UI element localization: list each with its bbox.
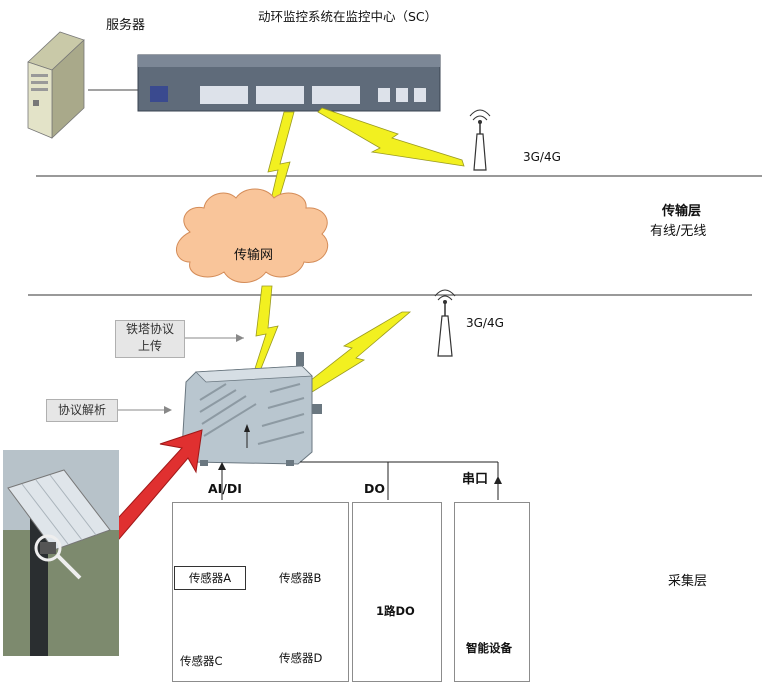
collector-device-icon bbox=[181, 352, 322, 466]
sensor-b-label: 传感器B bbox=[279, 571, 322, 585]
do-panel bbox=[352, 502, 442, 682]
antenna-tower-icon-top bbox=[469, 109, 491, 171]
smart-device-panel bbox=[454, 502, 530, 682]
network-label-mid: 3G/4G bbox=[466, 316, 504, 330]
transport-layer-sub: 有线/无线 bbox=[650, 224, 707, 239]
server-icon bbox=[27, 31, 85, 139]
server-label: 服务器 bbox=[106, 18, 146, 33]
serial-label: 串口 bbox=[462, 472, 489, 487]
tower-protocol-line2: 上传 bbox=[137, 339, 162, 353]
tower-protocol-box: 铁塔协议 上传 bbox=[115, 320, 185, 358]
antenna-tower-icon-mid bbox=[434, 289, 456, 357]
network-label-top: 3G/4G bbox=[523, 150, 561, 164]
protocol-parse-label: 协议解析 bbox=[57, 403, 106, 417]
sensor-d-label: 传感器D bbox=[279, 651, 323, 665]
solar-photo-image bbox=[3, 450, 119, 656]
sensor-a-label: 传感器A bbox=[174, 566, 246, 590]
aidi-label: AI/DI bbox=[208, 481, 242, 496]
do-label: DO bbox=[364, 481, 386, 496]
protocol-parse-box: 协议解析 bbox=[46, 399, 118, 422]
transport-layer-title: 传输层 bbox=[662, 204, 702, 219]
do1-label: 1路DO bbox=[376, 604, 415, 618]
smart-device-label: 智能设备 bbox=[466, 641, 512, 655]
switch-device-icon bbox=[137, 54, 441, 112]
lightning-bolt-device-tower bbox=[305, 311, 412, 393]
cloud-label: 传输网 bbox=[234, 248, 274, 263]
red-arrow-icon bbox=[97, 429, 203, 553]
collection-layer-label: 采集层 bbox=[668, 574, 708, 589]
page-title: 动环监控系统在监控中心（SC） bbox=[258, 9, 438, 24]
cloud-shape bbox=[176, 188, 329, 283]
lightning-bolt-cloud-device bbox=[251, 285, 279, 379]
sensor-panel bbox=[172, 502, 349, 682]
tower-protocol-line1: 铁塔协议 bbox=[125, 322, 174, 336]
sensor-c-label: 传感器C bbox=[180, 654, 223, 668]
lightning-bolt-switch-tower bbox=[317, 107, 465, 167]
